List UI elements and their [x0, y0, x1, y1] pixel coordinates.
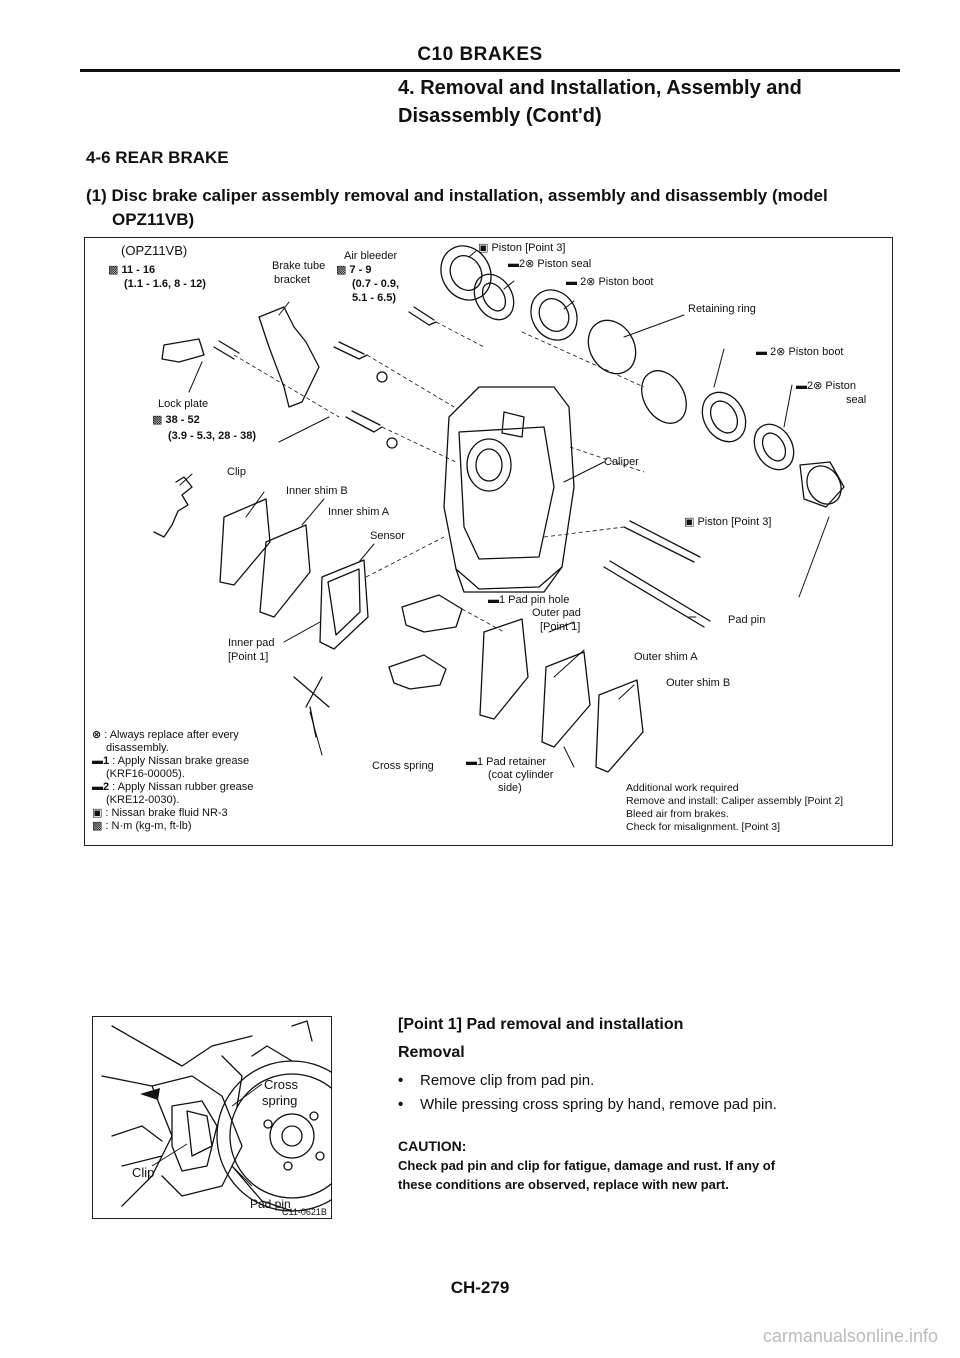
- grease-icon: ▬: [566, 276, 577, 288]
- page-number: CH-279: [450, 1278, 510, 1297]
- grease-icon: ▬: [756, 346, 767, 358]
- list-item: •Remove clip from pad pin.: [398, 1072, 595, 1089]
- bullet-icon: •: [398, 1096, 404, 1113]
- label-retaining-ring: Retaining ring: [688, 303, 756, 315]
- label-clip: Clip: [227, 466, 246, 478]
- photo-label-spring: spring: [262, 1093, 298, 1108]
- torque-icon: ▩: [336, 264, 347, 276]
- legend-row: (KRF16-00005).: [106, 768, 185, 780]
- label-outer-pad: Outer pad: [532, 607, 581, 619]
- pad-removal-illustration: [101, 1020, 332, 1212]
- procedure-title: (1) Disc brake caliper assembly removal …: [86, 184, 896, 232]
- label-torque1-nm: ▩ 11 - 16: [108, 264, 156, 276]
- label-outer-shim-b: Outer shim B: [666, 677, 731, 689]
- brake-fluid-icon: ▣: [478, 242, 489, 254]
- photo-label-clip: Clip: [132, 1165, 155, 1180]
- label-sensor: Sensor: [370, 530, 405, 542]
- label-air-bleeder: Air bleeder: [344, 250, 398, 262]
- removal-title: Removal: [398, 1044, 465, 1061]
- brake-fluid-icon: ▣: [684, 516, 695, 528]
- bullet-icon: •: [398, 1072, 404, 1089]
- label-outer-shim-a: Outer shim A: [634, 651, 698, 663]
- label-caliper: Caliper: [604, 456, 639, 468]
- label-piston-boot-right: ▬ 2⊗ Piston boot: [756, 346, 844, 358]
- label-pad-retainer-coat: (coat cylinder: [488, 769, 554, 781]
- legend-row: ▣: Nissan brake fluid NR-3: [92, 807, 228, 819]
- label-piston-seal-top: ▬2⊗ Piston seal: [508, 258, 592, 270]
- note-line: Bleed air from brakes.: [626, 808, 729, 820]
- torque-icon: ▩: [92, 820, 103, 832]
- torque-icon: ▩: [108, 264, 119, 276]
- label-air-bleeder-nm: ▩ 7 - 9: [336, 264, 372, 276]
- caution-text: Check pad pin and clip for fatigue, dama…: [398, 1156, 908, 1194]
- note-line: Additional work required: [626, 782, 739, 794]
- label-cross-spring: Cross spring: [372, 760, 434, 772]
- legend-row: ▬1: Apply Nissan brake grease: [92, 755, 250, 767]
- brake-grease-icon: ▬1: [92, 755, 110, 767]
- label-piston-top: ▣ Piston [Point 3]: [478, 242, 566, 254]
- note-line: Check for misalignment. [Point 3]: [626, 821, 781, 833]
- grease-icon: ▬: [796, 380, 807, 392]
- label-inner-shim-a: Inner shim A: [328, 506, 390, 518]
- label-piston-right: ▣ Piston [Point 3]: [684, 516, 772, 528]
- brake-fluid-icon: ▣: [92, 807, 103, 819]
- photo-code: C11-0621B: [282, 1207, 327, 1217]
- replace-icon: ⊗: [92, 729, 102, 741]
- label-torque2-conv: (3.9 - 5.3, 28 - 38): [168, 430, 257, 442]
- label-piston-seal-right1: ▬2⊗ Piston: [796, 380, 856, 392]
- watermark: carmanualsonline.info: [762, 1326, 938, 1346]
- procedure-line2: OPZ11VB): [112, 210, 195, 229]
- page-header-title: C10 BRAKES: [417, 44, 543, 65]
- point1-title: [Point 1] Pad removal and installation: [398, 1016, 684, 1033]
- label-pad-pin-hole: ▬1 Pad pin hole: [488, 594, 570, 606]
- label-air-bleeder-conv2: 5.1 - 6.5): [352, 292, 397, 304]
- label-inner-shim-b: Inner shim B: [286, 485, 348, 497]
- grease-icon: ▬: [466, 756, 477, 768]
- label-inner-pad: Inner pad: [228, 637, 275, 649]
- caliper-exploded-drawing: [153, 245, 845, 773]
- list-item: •While pressing cross spring by hand, re…: [398, 1096, 777, 1113]
- exploded-diagram-frame: [84, 237, 893, 846]
- caution-title: CAUTION:: [398, 1138, 467, 1154]
- legend-row: ⊗: Always replace after every: [92, 729, 239, 741]
- additional-work-note: Additional work required Remove and inst…: [626, 782, 843, 834]
- photo-label-cross: Cross: [264, 1077, 298, 1092]
- label-lock-plate: Lock plate: [158, 398, 209, 410]
- torque-icon: ▩: [152, 414, 163, 426]
- section-title: 4. Removal and Installation, Assembly an…: [398, 74, 802, 130]
- diagram-legend: ⊗: Always replace after every disassembl…: [92, 729, 292, 833]
- label-torque1-conv: (1.1 - 1.6, 8 - 12): [124, 278, 206, 290]
- procedure-line1: (1) Disc brake caliper assembly removal …: [86, 186, 828, 205]
- legend-row: disassembly.: [106, 742, 169, 754]
- label-pad-retainer: ▬1 Pad retainer: [466, 756, 547, 768]
- label-air-bleeder-conv1: (0.7 - 0.9,: [352, 278, 400, 290]
- label-brake-tube: Brake tube: [272, 260, 326, 272]
- rubber-grease-icon: ▬2: [92, 781, 110, 793]
- label-outer-pad-point: [Point 1]: [540, 621, 581, 633]
- header-rule: [80, 69, 900, 72]
- caution-line2: these conditions are observed, replace w…: [398, 1177, 729, 1192]
- label-model: (OPZ11VB): [121, 243, 188, 258]
- photo-label-pad-pin: Pad pin: [250, 1197, 291, 1211]
- section-title-line2: Disassembly (Cont'd): [398, 105, 602, 127]
- note-line: Remove and install: Caliper assembly [Po…: [626, 795, 844, 807]
- label-inner-pad-point: [Point 1]: [228, 651, 269, 663]
- label-piston-boot-top: ▬ 2⊗ Piston boot: [566, 276, 654, 288]
- subsection-title: 4-6 REAR BRAKE: [86, 148, 229, 167]
- label-torque2-nm: ▩ 38 - 52: [152, 414, 200, 426]
- label-bracket: bracket: [274, 274, 311, 286]
- grease-icon: ▬: [488, 594, 499, 606]
- legend-row: ▩: N·m (kg-m, ft-lb): [92, 820, 192, 832]
- grease-icon: ▬: [508, 258, 519, 270]
- legend-row: (KRE12-0030).: [106, 794, 180, 806]
- legend-row: ▬2: Apply Nissan rubber grease: [92, 781, 254, 793]
- label-pad-retainer-side: side): [498, 782, 522, 794]
- caution-line1: Check pad pin and clip for fatigue, dama…: [398, 1158, 776, 1173]
- label-pad-pin: Pad pin: [728, 614, 766, 626]
- section-title-line1: 4. Removal and Installation, Assembly an…: [398, 77, 802, 99]
- label-piston-seal-right2: seal: [846, 394, 867, 406]
- pad-removal-photo-frame: [92, 1016, 332, 1219]
